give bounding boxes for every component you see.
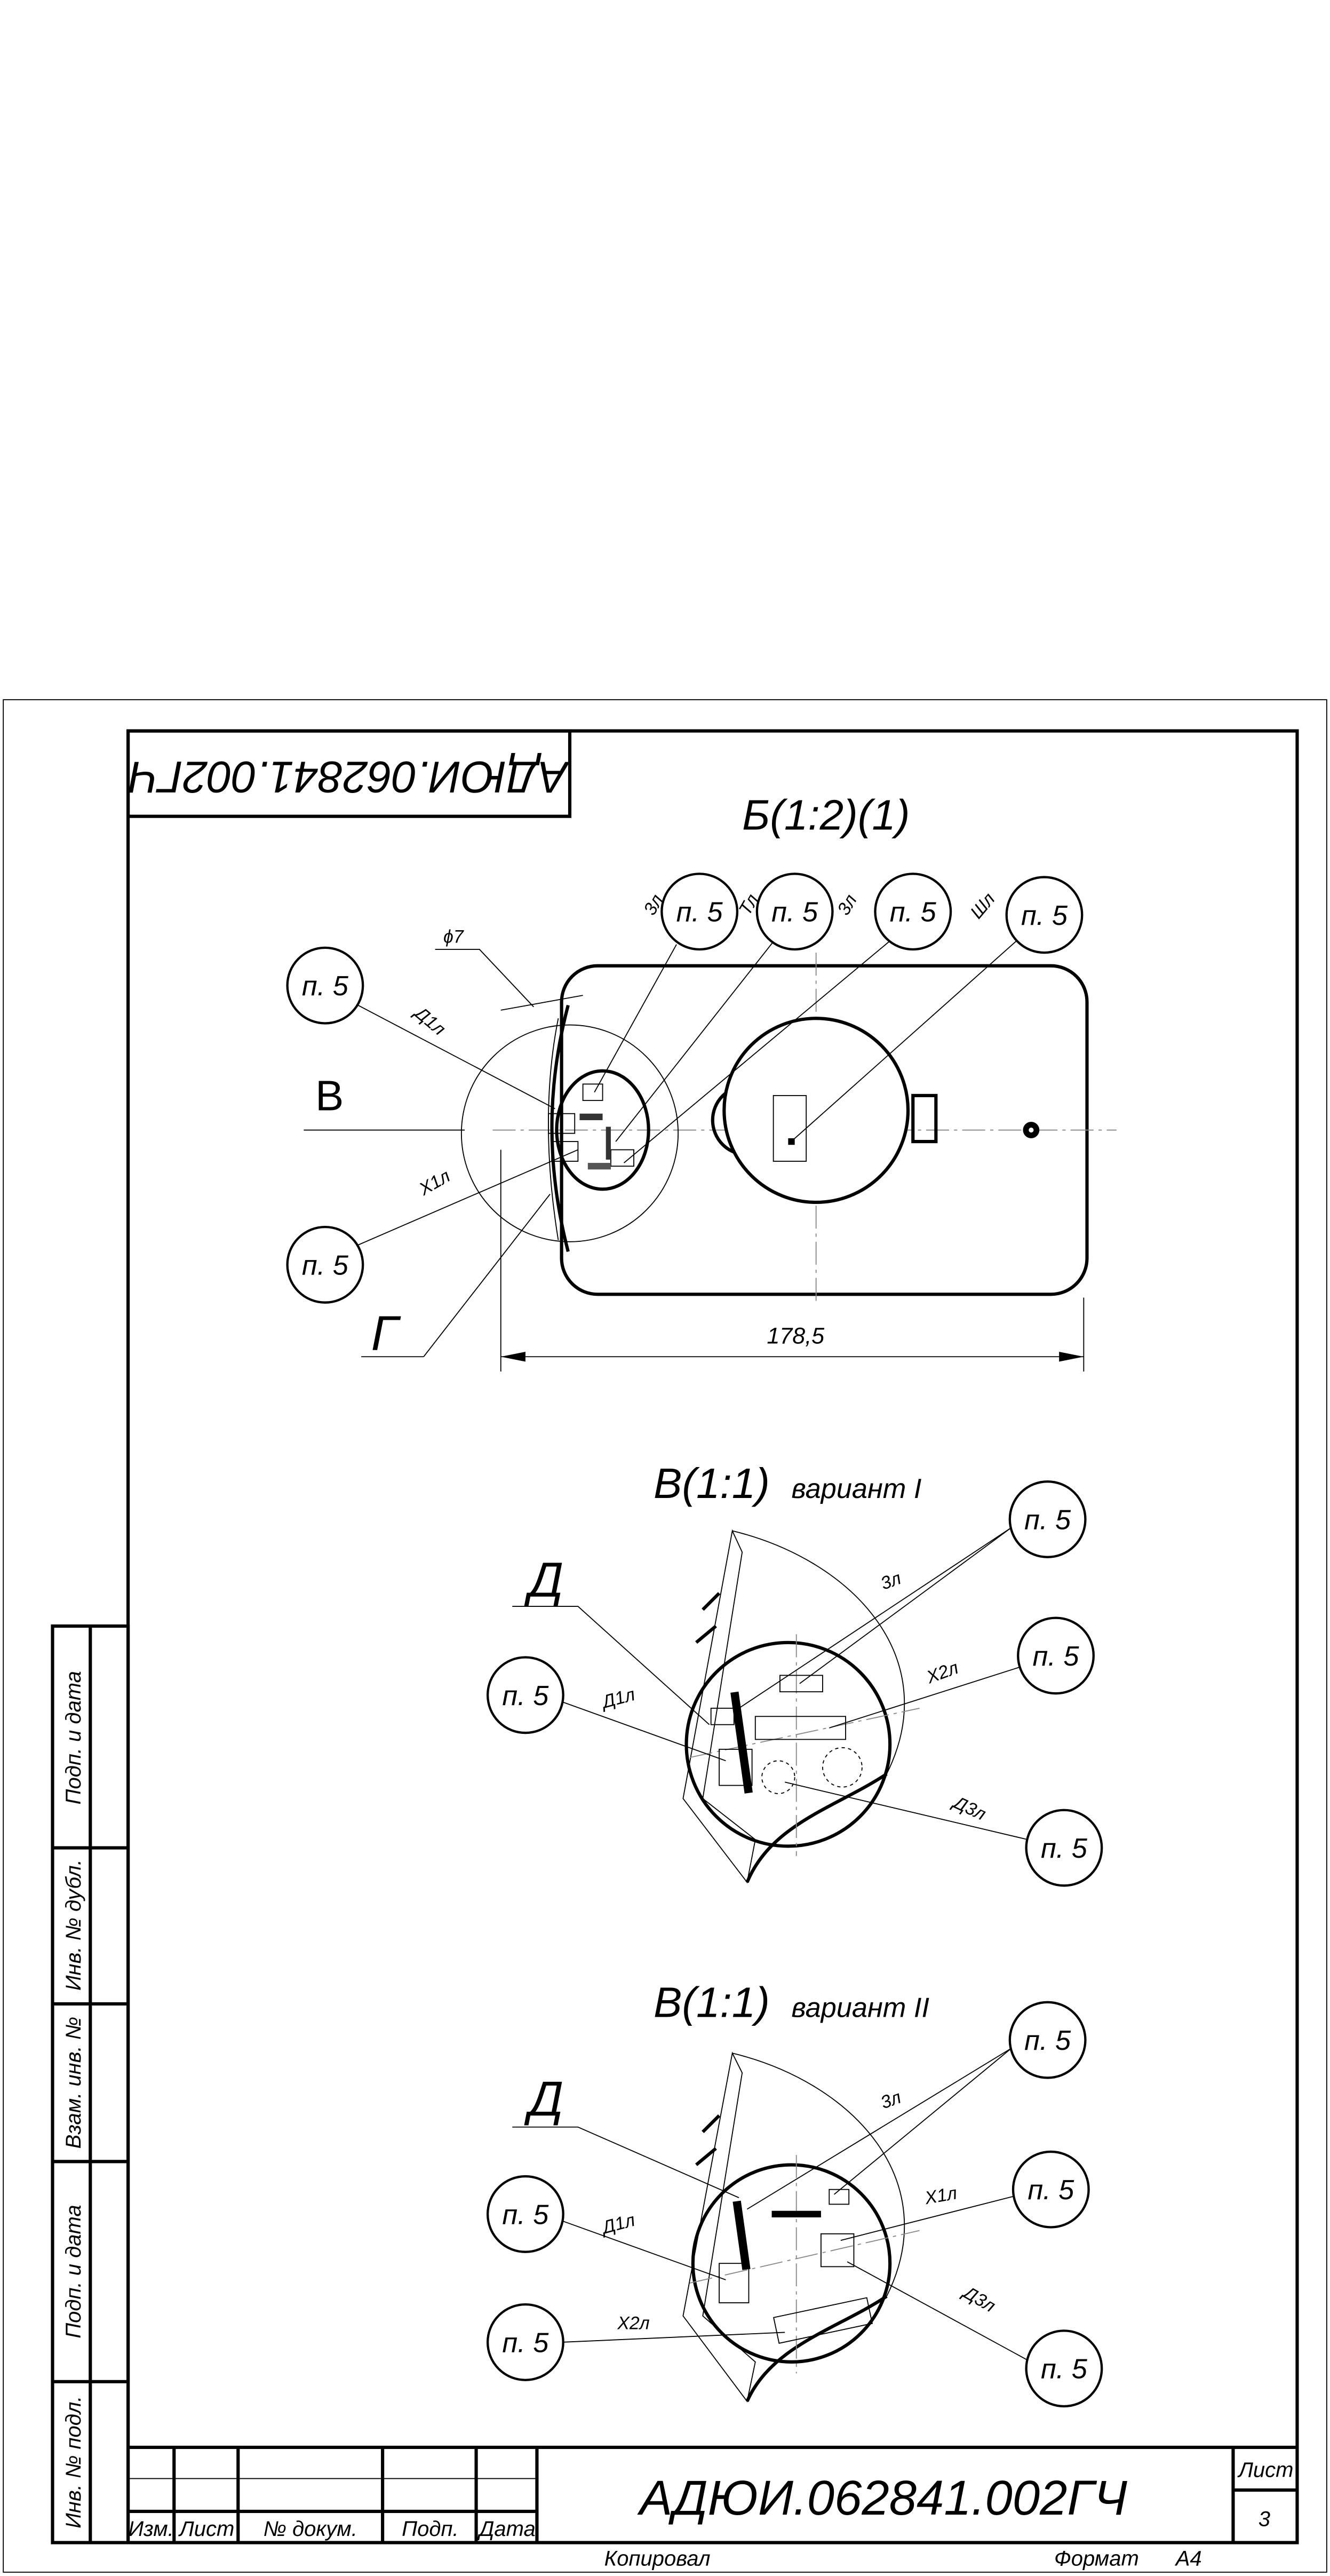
diameter-label: ϕ7	[443, 927, 464, 947]
side-stamp: Подп. и дата Инв. № дубл. Взам. инв. № П…	[51, 1624, 130, 2545]
svg-text:п. 5: п. 5	[890, 897, 937, 928]
svg-text:п. 5: п. 5	[502, 2199, 549, 2230]
dimension-value: 178,5	[767, 1323, 825, 1349]
svg-text:п. 5: п. 5	[502, 1681, 549, 1711]
ref-bubble: п. 5	[874, 873, 952, 951]
view-v-variant-1: В(1:1) вариант I Д 3л Х2л Д1л Д3л п. 5 п…	[486, 1460, 1103, 1887]
label-z2: 3л	[833, 891, 861, 919]
svg-text:п. 5: п. 5	[302, 1250, 349, 1281]
label-x2: Х2л	[617, 2313, 649, 2333]
ref-bubble: п. 5	[660, 873, 739, 951]
stamp-repl-inv: Взам. инв. №	[62, 2017, 85, 2149]
view-v-variant-2: В(1:1) вариант II Д 3л Х1л Д1л Х2л Д3л п…	[486, 1979, 1103, 2408]
ref-bubble: п. 5	[286, 946, 364, 1025]
format-label: Формат	[1054, 2547, 1139, 2571]
copied-label: Копировал	[604, 2547, 711, 2571]
col-doc-no: № докум.	[264, 2517, 357, 2541]
ref-bubble: п. 5	[1025, 1809, 1103, 1887]
label-sh: Шл	[966, 889, 999, 923]
rotated-code-box: АДЮИ.062841.002ГЧ	[126, 729, 572, 818]
section-g-label: Г	[371, 1305, 401, 1361]
view-v2-title: В(1:1)	[654, 1979, 770, 2026]
ref-bubble: п. 5	[755, 873, 834, 951]
ref-bubble: п. 5	[1008, 2001, 1087, 2079]
view-b-title: Б(1:2)(1)	[742, 791, 910, 838]
ref-bubble: п. 5	[286, 1225, 364, 1304]
outer-border	[3, 699, 1327, 2573]
label-z: 3л	[878, 1568, 904, 1594]
svg-text:п. 5: п. 5	[502, 2327, 549, 2358]
label-z: 3л	[878, 2087, 904, 2113]
label-d1: Д1л	[598, 2210, 637, 2239]
title-block: Изм. Лист № докум. Подп. Дата АДЮИ.06284…	[128, 2445, 1297, 2543]
col-list: Лист	[178, 2517, 234, 2541]
stamp-sign-date: Подп. и дата	[62, 1671, 85, 1804]
sheet-number: 3	[1259, 2508, 1270, 2531]
label-x1: Х1л	[415, 1166, 453, 1200]
svg-text:п. 5: п. 5	[302, 971, 349, 1002]
label-x1: Х1л	[923, 2183, 959, 2208]
ref-bubble: п. 5	[1017, 1616, 1095, 1695]
svg-text:п. 5: п. 5	[1033, 1641, 1080, 1672]
stamp-dup-inv: Инв. № дубл.	[62, 1859, 85, 1991]
ref-bubble: п. 5	[486, 1656, 564, 1734]
col-izm: Изм.	[129, 2517, 174, 2541]
stamp-orig-inv: Инв. № подл.	[62, 2396, 85, 2529]
svg-text:п. 5: п. 5	[1024, 1504, 1071, 1535]
stamp-sign-date-2: Подп. и дата	[62, 2205, 85, 2338]
svg-text:п. 5: п. 5	[1028, 2175, 1074, 2206]
svg-text:п. 5: п. 5	[771, 897, 818, 928]
view-v2-variant: вариант II	[791, 1993, 929, 2024]
ref-bubble: п. 5	[1012, 2150, 1090, 2229]
svg-text:п. 5: п. 5	[1041, 1833, 1088, 1864]
svg-text:п. 5: п. 5	[1041, 2354, 1088, 2385]
ref-bubble: п. 5	[1025, 2329, 1103, 2408]
label-d3: Д3л	[949, 1792, 989, 1825]
svg-text:п. 5: п. 5	[1024, 2025, 1071, 2056]
sheet-label: Лист	[1237, 2458, 1293, 2482]
rotated-code: АДЮИ.062841.002ГЧ	[128, 752, 570, 802]
label-d1: Д1л	[598, 1684, 637, 1713]
format-value: A4	[1175, 2547, 1202, 2571]
view-v1-variant: вариант I	[791, 1473, 921, 1504]
view-b: Б(1:2)(1)	[286, 791, 1117, 1372]
designation: АДЮИ.062841.002ГЧ	[637, 2470, 1128, 2525]
label-d3: Д3л	[958, 2281, 999, 2317]
ref-bubble: п. 5	[486, 2175, 564, 2253]
svg-text:п. 5: п. 5	[1021, 900, 1068, 931]
ref-bubble: п. 5	[1008, 1480, 1087, 1558]
view-v1-title: В(1:1)	[654, 1460, 770, 1507]
section-v-label: В	[315, 1072, 344, 1120]
col-sign: Подп.	[402, 2517, 458, 2541]
ref-bubble: п. 5	[486, 2303, 564, 2381]
ref-bubble: п. 5	[1005, 876, 1084, 954]
col-date: Дата	[477, 2517, 536, 2541]
label-x2: Х2л	[923, 1658, 961, 1688]
label-d1: Д1л	[409, 1002, 449, 1040]
svg-text:п. 5: п. 5	[676, 897, 723, 928]
detail-d-label: Д	[524, 2071, 563, 2126]
detail-d-label: Д	[524, 1552, 563, 1607]
